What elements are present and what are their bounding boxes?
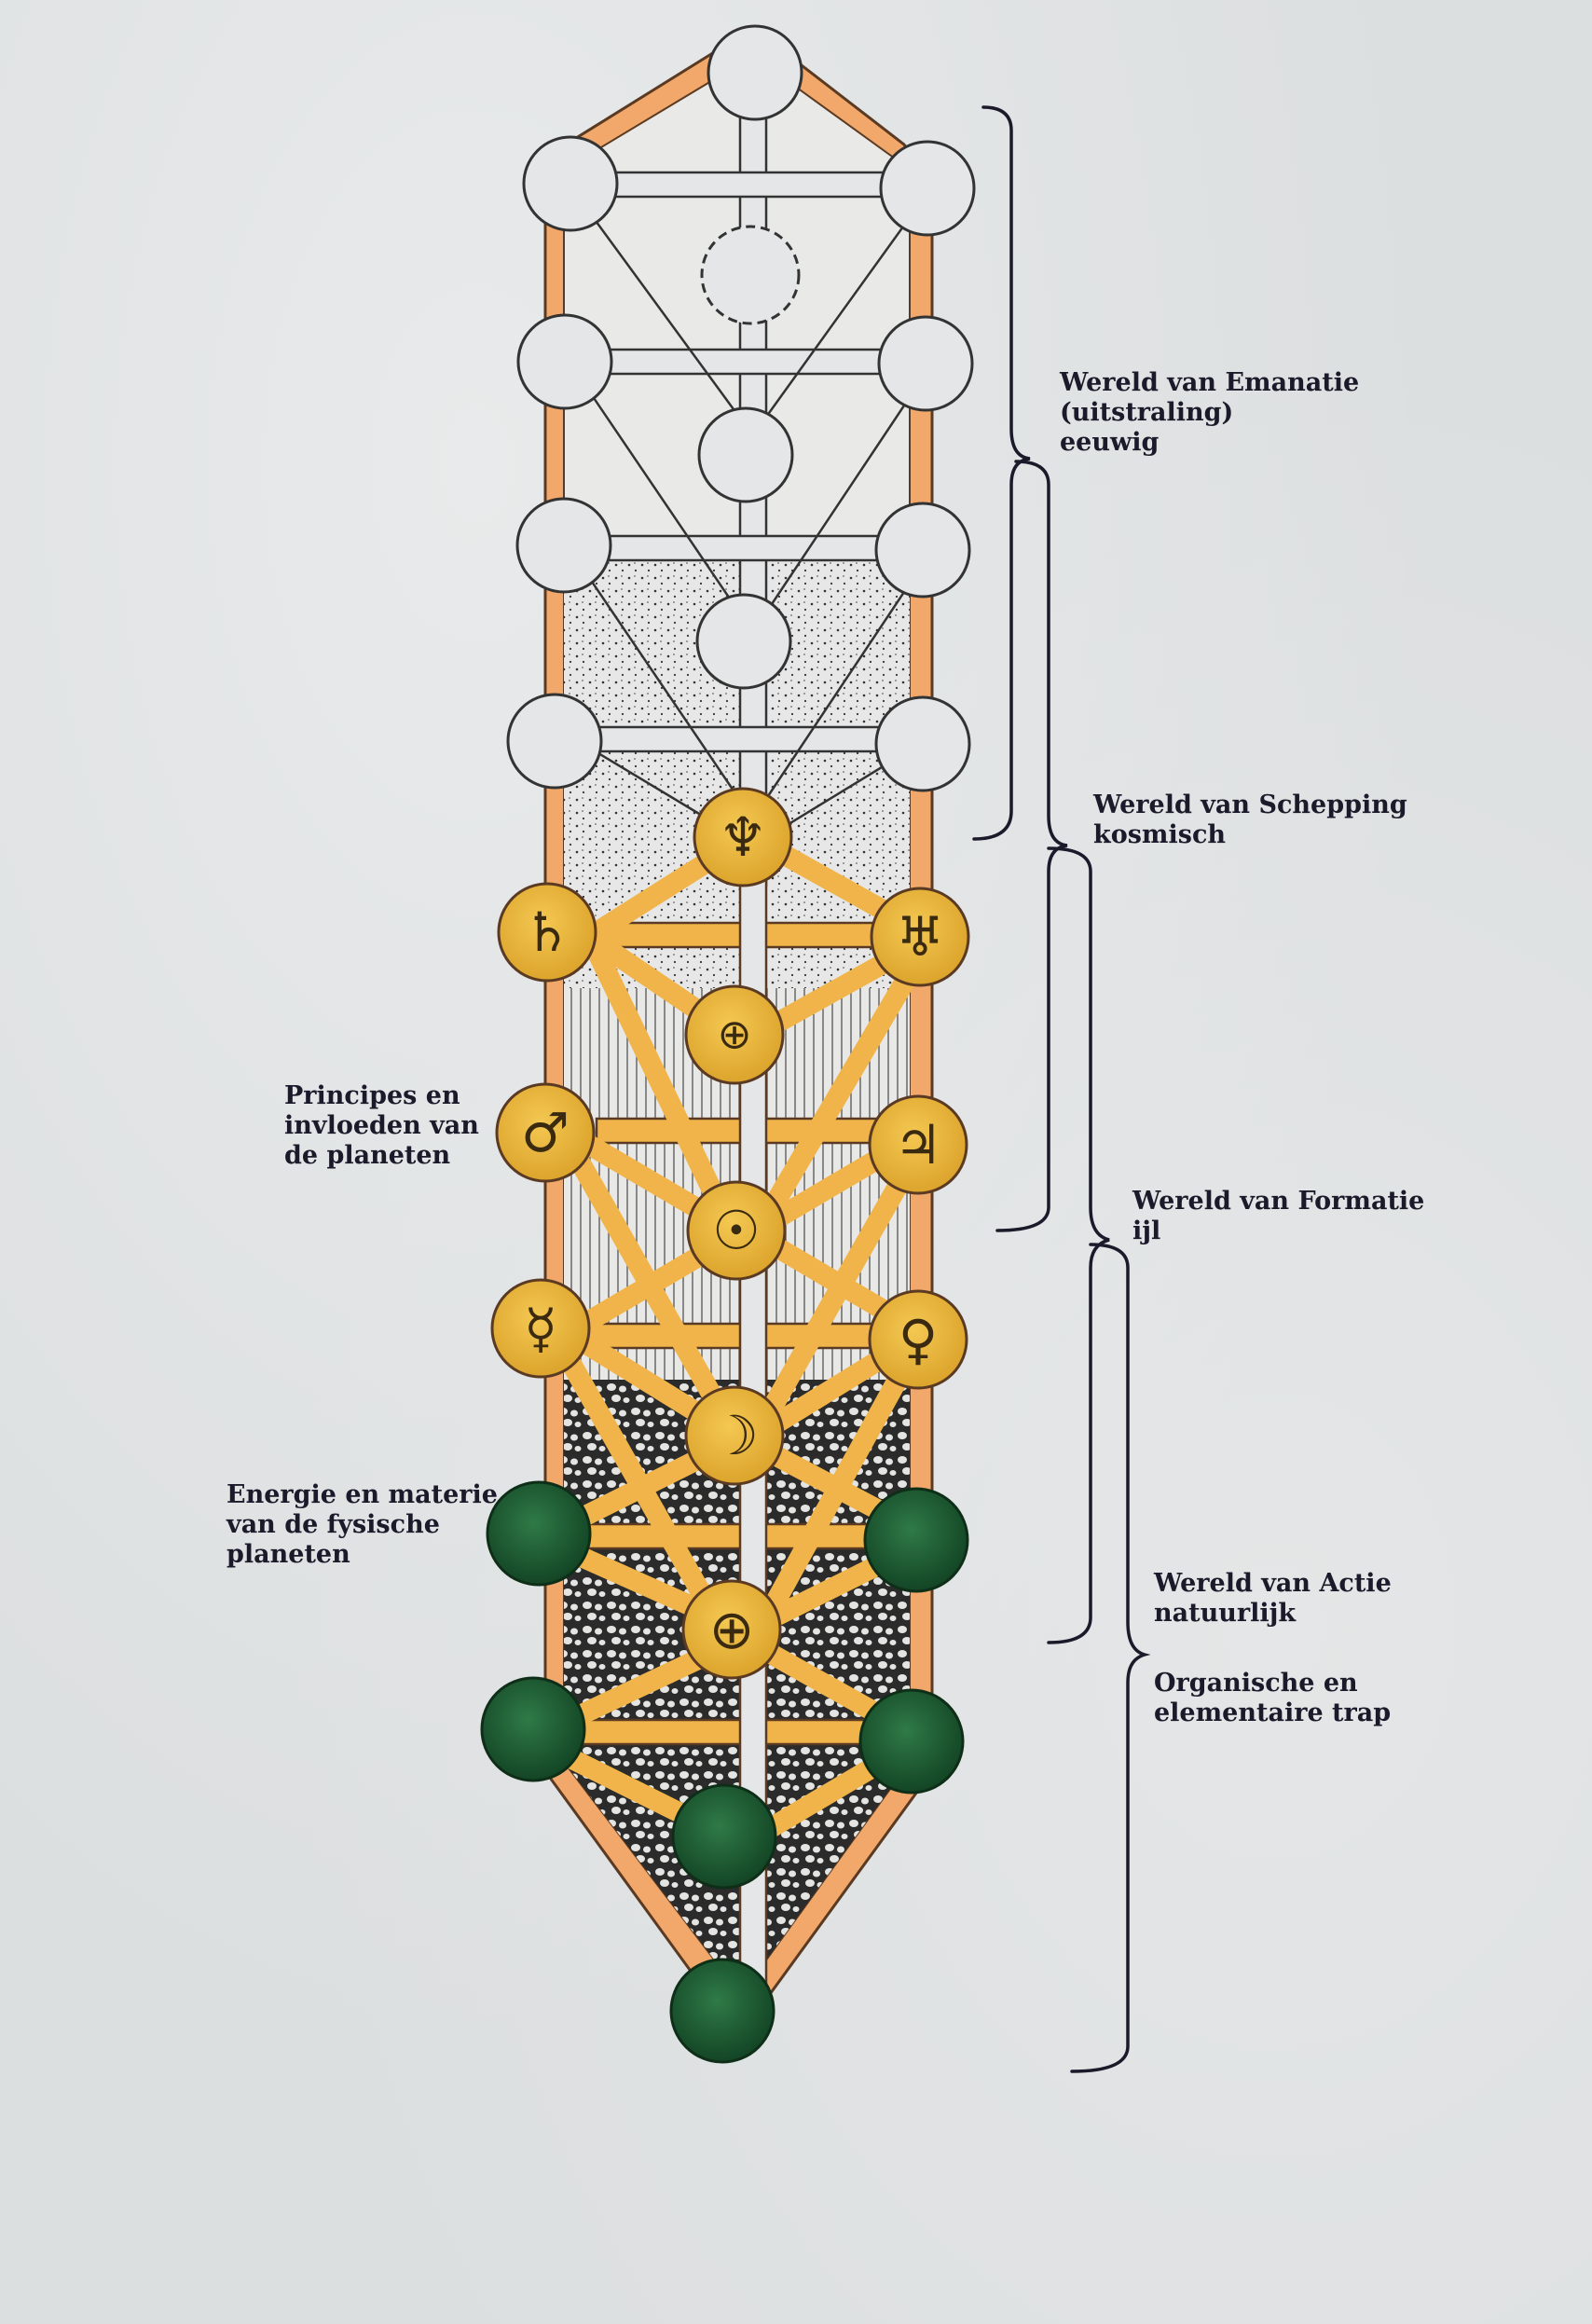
moon-sphere xyxy=(684,1385,785,1486)
white-sphere xyxy=(877,315,974,412)
label-emanation: Wereld van Emanatie (uitstraling) eeuwig xyxy=(1060,368,1360,457)
white-sphere xyxy=(697,406,794,503)
earth-sphere xyxy=(681,1579,782,1680)
sun-sphere xyxy=(686,1180,787,1281)
white-sphere xyxy=(879,140,976,237)
white-sphere xyxy=(874,502,971,598)
mercury-icon: ☿ xyxy=(524,1297,557,1360)
world-brackets xyxy=(972,105,1151,2073)
bracket-action xyxy=(1070,1243,1151,2073)
green-sphere xyxy=(669,1958,775,2064)
mercury-sphere xyxy=(490,1278,591,1379)
label-formation: Wereld van Formatie ijl xyxy=(1132,1187,1425,1245)
venus-icon: ♀ xyxy=(899,1308,938,1371)
mars-icon: ♂ xyxy=(521,1101,570,1164)
green-sphere xyxy=(480,1676,586,1782)
green-sphere xyxy=(671,1783,777,1890)
label-planet-principles: Principes en invloeden van de planeten xyxy=(284,1081,479,1170)
neptune-sphere xyxy=(693,787,793,887)
white-sphere xyxy=(506,693,603,790)
green-sphere xyxy=(486,1480,592,1587)
earth-icon: ⊕ xyxy=(709,1598,755,1661)
bracket-formation xyxy=(1047,846,1110,1644)
green-sphere xyxy=(858,1688,965,1795)
uranus-icon: ♅ xyxy=(896,905,944,969)
label-organic: Organische en elementaire trap xyxy=(1154,1669,1392,1727)
white-sphere-hidden xyxy=(700,225,801,325)
yellow-spheres xyxy=(490,787,970,1680)
green-spheres xyxy=(480,1480,969,2064)
moon-icon: ☽ xyxy=(710,1404,759,1467)
mars-sphere xyxy=(495,1082,596,1183)
bracket-emanation xyxy=(972,105,1031,841)
white-sphere xyxy=(522,135,619,232)
planet-symbols: ♆ ♄ ♅ ⊕ ♂ ♃ ☉ ☿ ♀ ☽ ⊕ xyxy=(521,805,944,1661)
white-sphere xyxy=(515,497,612,594)
jupiter-sphere xyxy=(868,1094,968,1195)
white-sphere xyxy=(707,24,803,121)
uranus-sphere xyxy=(870,887,970,987)
venus-sphere xyxy=(868,1289,968,1390)
label-creation: Wereld van Schepping kosmisch xyxy=(1093,791,1407,849)
saturn-sphere xyxy=(497,882,597,983)
neptune-icon: ♆ xyxy=(719,805,767,869)
label-action: Wereld van Actie natuurlijk xyxy=(1154,1569,1392,1628)
earth-cross-icon: ⊕ xyxy=(718,1011,752,1059)
white-sphere xyxy=(695,593,792,690)
sun-icon: ☉ xyxy=(712,1199,761,1262)
earth-cross-sphere xyxy=(684,984,785,1085)
upper-spheres xyxy=(506,24,976,792)
label-physical-planets: Energie en materie van de fysische plane… xyxy=(226,1480,498,1569)
bracket-creation xyxy=(995,460,1068,1232)
jupiter-icon: ♃ xyxy=(894,1113,942,1176)
green-sphere xyxy=(863,1487,969,1593)
white-sphere xyxy=(874,695,971,792)
white-sphere xyxy=(516,313,613,410)
saturn-icon: ♄ xyxy=(523,901,571,964)
